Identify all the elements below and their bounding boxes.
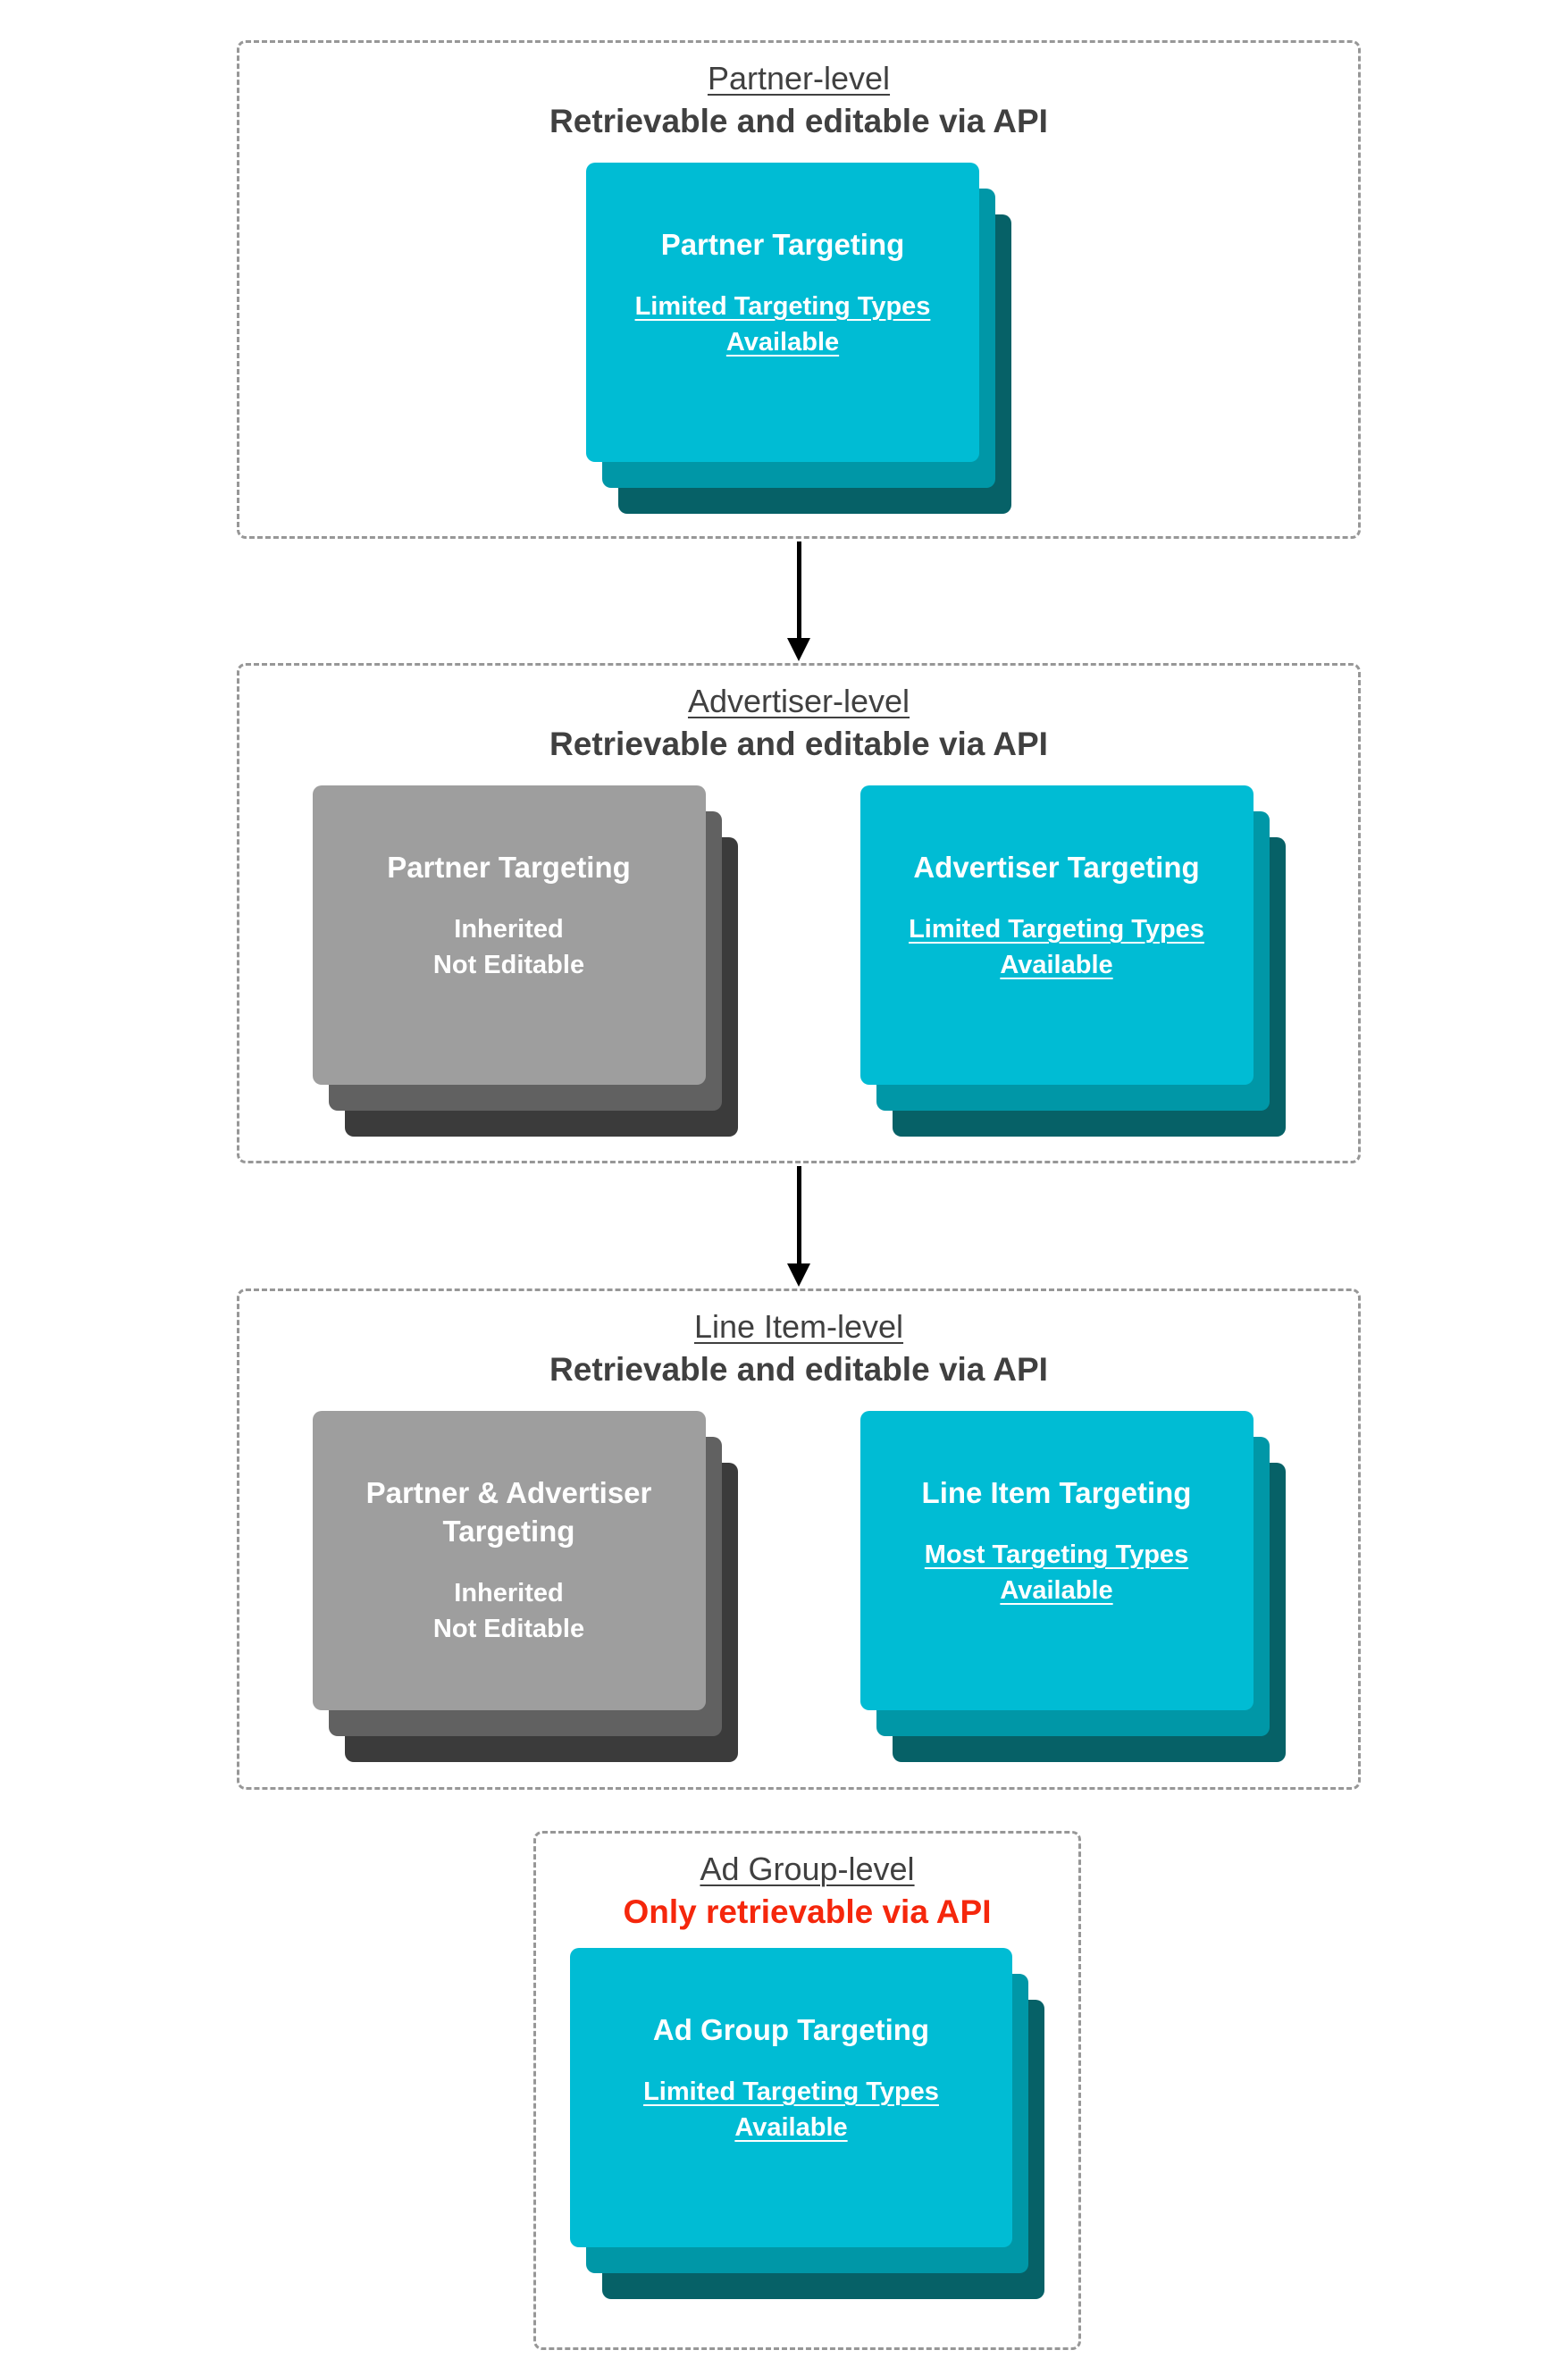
section-heading: Partner-level Retrievable and editable v…	[239, 43, 1358, 143]
card-subtitle-line: Not Editable	[432, 951, 585, 979]
down-arrow-icon	[787, 541, 810, 661]
ad-group-targeting-card-stack: Ad Group Targeting Limited Targeting Typ…	[570, 1948, 1044, 2299]
card-subtitle-line: Limited Targeting Types	[909, 915, 1204, 944]
arrow-shaft	[796, 541, 801, 638]
section-partner-level: Partner-level Retrievable and editable v…	[237, 40, 1361, 539]
card-subtitle-line: Limited Targeting Types	[643, 2077, 939, 2106]
card-title: Ad Group Targeting	[652, 2013, 930, 2046]
down-arrow-icon	[787, 1166, 810, 1287]
section-title: Partner-level	[707, 60, 891, 97]
inherited-partner-targeting-card-stack: Partner Targeting Inherited Not Editable	[312, 785, 738, 1137]
card-subtitle-line: Most Targeting Types	[924, 1540, 1189, 1569]
advertiser-targeting-card-stack: Advertiser Targeting Limited Targeting T…	[859, 785, 1286, 1137]
card-title: Partner & Advertiser Targeting	[365, 1476, 652, 1548]
section-subtitle: Retrievable and editable via API	[549, 726, 1048, 762]
arrow-shaft	[796, 1166, 801, 1263]
arrow-head	[787, 1263, 810, 1287]
card-title: Advertiser Targeting	[913, 851, 1200, 884]
card-row: Ad Group Targeting Limited Targeting Typ…	[536, 1948, 1078, 2299]
arrow-head	[787, 638, 810, 661]
section-ad-group-level: Ad Group-level Only retrievable via API …	[533, 1831, 1081, 2350]
card-subtitle-line: Limited Targeting Types	[634, 292, 931, 321]
section-title: Advertiser-level	[687, 683, 910, 719]
card-row: Partner Targeting Inherited Not Editable…	[239, 785, 1358, 1137]
card-subtitle-line: Available	[734, 2113, 848, 2142]
card-subtitle: Limited Targeting Types Available	[595, 2074, 987, 2145]
section-heading: Advertiser-level Retrievable and editabl…	[239, 666, 1358, 766]
section-heading: Ad Group-level Only retrievable via API	[536, 1834, 1078, 1934]
section-subtitle: Only retrievable via API	[623, 1893, 992, 1930]
line-item-targeting-card: Line Item Targeting Most Targeting Types…	[859, 1411, 1254, 1710]
section-advertiser-level: Advertiser-level Retrievable and editabl…	[237, 663, 1361, 1163]
section-subtitle: Retrievable and editable via API	[549, 1351, 1048, 1388]
card-subtitle-line: Inherited	[454, 915, 564, 944]
card-subtitle: Limited Targeting Types Available	[611, 289, 954, 360]
card-subtitle: Most Targeting Types Available	[885, 1537, 1228, 1608]
card-subtitle: Inherited Not Editable	[338, 1575, 681, 1647]
card-subtitle-line: Available	[1000, 1576, 1113, 1605]
card-title: Line Item Targeting	[921, 1476, 1192, 1509]
card-subtitle: Inherited Not Editable	[338, 911, 681, 983]
section-title: Ad Group-level	[700, 1851, 915, 1887]
card-subtitle-line: Available	[1000, 951, 1113, 979]
section-subtitle: Retrievable and editable via API	[549, 103, 1048, 139]
section-heading: Line Item-level Retrievable and editable…	[239, 1291, 1358, 1391]
card-subtitle: Limited Targeting Types Available	[885, 911, 1228, 983]
advertiser-targeting-card: Advertiser Targeting Limited Targeting T…	[859, 785, 1254, 1085]
partner-targeting-card-stack: Partner Targeting Limited Targeting Type…	[586, 163, 1011, 514]
section-title: Line Item-level	[693, 1308, 904, 1345]
card-row: Partner & Advertiser Targeting Inherited…	[239, 1411, 1358, 1762]
card-title: Partner Targeting	[660, 228, 905, 261]
ad-group-targeting-card: Ad Group Targeting Limited Targeting Typ…	[570, 1948, 1012, 2247]
card-subtitle-line: Inherited	[454, 1579, 564, 1607]
card-title: Partner Targeting	[387, 851, 631, 884]
inherited-partner-advertiser-targeting-card: Partner & Advertiser Targeting Inherited…	[312, 1411, 706, 1710]
inherited-partner-advertiser-targeting-card-stack: Partner & Advertiser Targeting Inherited…	[312, 1411, 738, 1762]
card-subtitle-line: Not Editable	[432, 1615, 585, 1643]
card-row: Partner Targeting Limited Targeting Type…	[239, 163, 1358, 514]
line-item-targeting-card-stack: Line Item Targeting Most Targeting Types…	[859, 1411, 1286, 1762]
card-subtitle-line: Available	[725, 328, 840, 357]
section-line-item-level: Line Item-level Retrievable and editable…	[237, 1288, 1361, 1790]
partner-targeting-card: Partner Targeting Limited Targeting Type…	[586, 163, 979, 462]
inherited-partner-targeting-card: Partner Targeting Inherited Not Editable	[312, 785, 706, 1085]
